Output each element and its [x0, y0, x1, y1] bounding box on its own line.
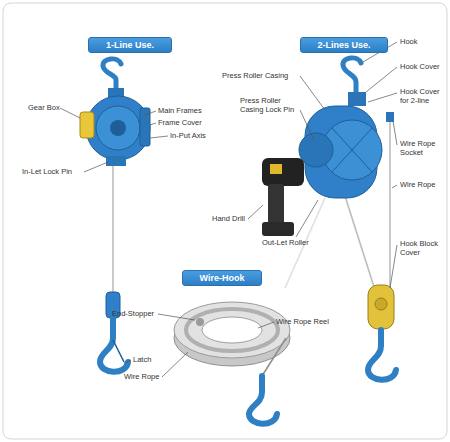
part-label: Hand Drill [212, 215, 245, 224]
part-label: Latch [133, 356, 151, 365]
heading-box: Wire-Hook [182, 270, 262, 286]
part-label: Press Roller Casing Lock Pin [240, 97, 300, 114]
part-label: Hook Block Cover [400, 240, 444, 257]
part-label: End-Stopper [112, 310, 154, 319]
part-label: Hook Cover [400, 63, 440, 72]
part-label: Hook [400, 38, 418, 47]
part-label: Frame Cover [158, 119, 202, 128]
heading-text: 2-Lines Use. [317, 40, 370, 51]
heading-text: Wire-Hook [200, 273, 245, 284]
heading-text: 1-Line Use. [106, 40, 154, 51]
part-label: Out-Let Roller [262, 239, 309, 248]
part-label: Wire Rope Reel [276, 318, 329, 327]
part-label: In-Let Lock Pin [22, 168, 72, 177]
heading-box: 1-Line Use. [88, 37, 172, 53]
part-label: Wire Rope [400, 181, 435, 190]
part-label: Gear Box [28, 104, 60, 113]
part-label: Hook Cover for 2-line [400, 88, 444, 105]
part-label: Wire Rope [124, 373, 159, 382]
part-label: Wire Rope Socket [400, 140, 444, 157]
part-label: Main Frames [158, 107, 202, 116]
part-label: In-Put Axis [170, 132, 206, 141]
part-label: Press Roller Casing [222, 72, 288, 81]
heading-box: 2-Lines Use. [300, 37, 388, 53]
